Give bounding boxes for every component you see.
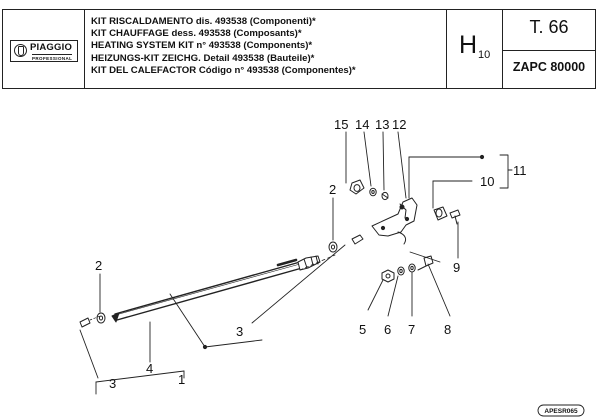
left-stud <box>79 315 101 328</box>
hex-bolt <box>417 255 434 271</box>
small-washer-upper <box>369 187 377 197</box>
callout-3-left: 3 <box>109 376 116 391</box>
title-cell: KIT RISCALDAMENTO dis. 493538 (Component… <box>85 10 447 88</box>
callout-3-middle: 3 <box>236 324 243 339</box>
callout-4: 4 <box>146 361 153 376</box>
title-french: KIT CHAUFFAGE dess. 493538 (Composants)* <box>91 28 302 40</box>
table-cell: T. 66 ZAPC 80000 <box>503 10 595 88</box>
table-number-box: T. 66 <box>503 10 595 51</box>
lever-bracket <box>371 197 418 245</box>
spring-washer <box>381 191 389 201</box>
callout-2-left: 2 <box>95 258 102 273</box>
callout-6: 6 <box>384 322 391 337</box>
hex-nut <box>381 269 395 283</box>
section-letter: H <box>459 31 478 59</box>
callout-13: 13 <box>375 117 389 132</box>
leader-lines <box>79 131 513 395</box>
title-english: HEATING SYSTEM KIT n° 493538 (Components… <box>91 40 313 52</box>
callout-10: 10 <box>480 174 494 189</box>
section-number: 10 <box>478 49 491 61</box>
title-spanish: KIT DEL CALEFACTOR Código n° 493538 (Com… <box>91 64 356 76</box>
model-code: ZAPC 80000 <box>512 60 586 74</box>
title-italian: KIT RISCALDAMENTO dis. 493538 (Component… <box>91 16 316 27</box>
small-bolt <box>449 209 461 225</box>
callout-14: 14 <box>355 117 369 132</box>
middle-stud <box>351 234 364 245</box>
brand-name: PIAGGIO <box>30 42 73 53</box>
reference-code-box <box>537 404 585 417</box>
callout-7: 7 <box>408 322 415 337</box>
callout-9: 9 <box>453 260 460 275</box>
table-number: T. 66 <box>529 17 569 37</box>
logo-cell: PIAGGIO PROFESSIONAL <box>3 10 85 88</box>
callout-12: 12 <box>392 117 406 132</box>
flat-washer <box>397 266 405 276</box>
callout-8: 8 <box>444 322 451 337</box>
callout-1: 1 <box>178 372 185 387</box>
left-washer <box>96 312 106 324</box>
callout-11: 11 <box>513 163 527 178</box>
callout-15: 15 <box>334 117 348 132</box>
middle-washer <box>328 241 338 253</box>
cap-nut <box>349 179 365 195</box>
spacer <box>408 263 416 273</box>
reference-code: APESR065 <box>544 408 578 415</box>
title-german: HEIZUNGS-KIT ZEICHG. Detail 493538 (Baut… <box>91 52 315 64</box>
callout-5: 5 <box>359 322 366 337</box>
roller <box>433 206 448 221</box>
piaggio-logo: PIAGGIO PROFESSIONAL <box>10 40 78 62</box>
title-block: PIAGGIO PROFESSIONAL KIT RISCALDAMENTO d… <box>2 9 596 89</box>
section-cell: H 10 <box>447 10 503 88</box>
callout-2-top: 2 <box>329 182 336 197</box>
brand-tagline: PROFESSIONAL <box>32 54 73 61</box>
piaggio-shield-icon <box>14 44 27 57</box>
heating-cable <box>111 254 336 323</box>
